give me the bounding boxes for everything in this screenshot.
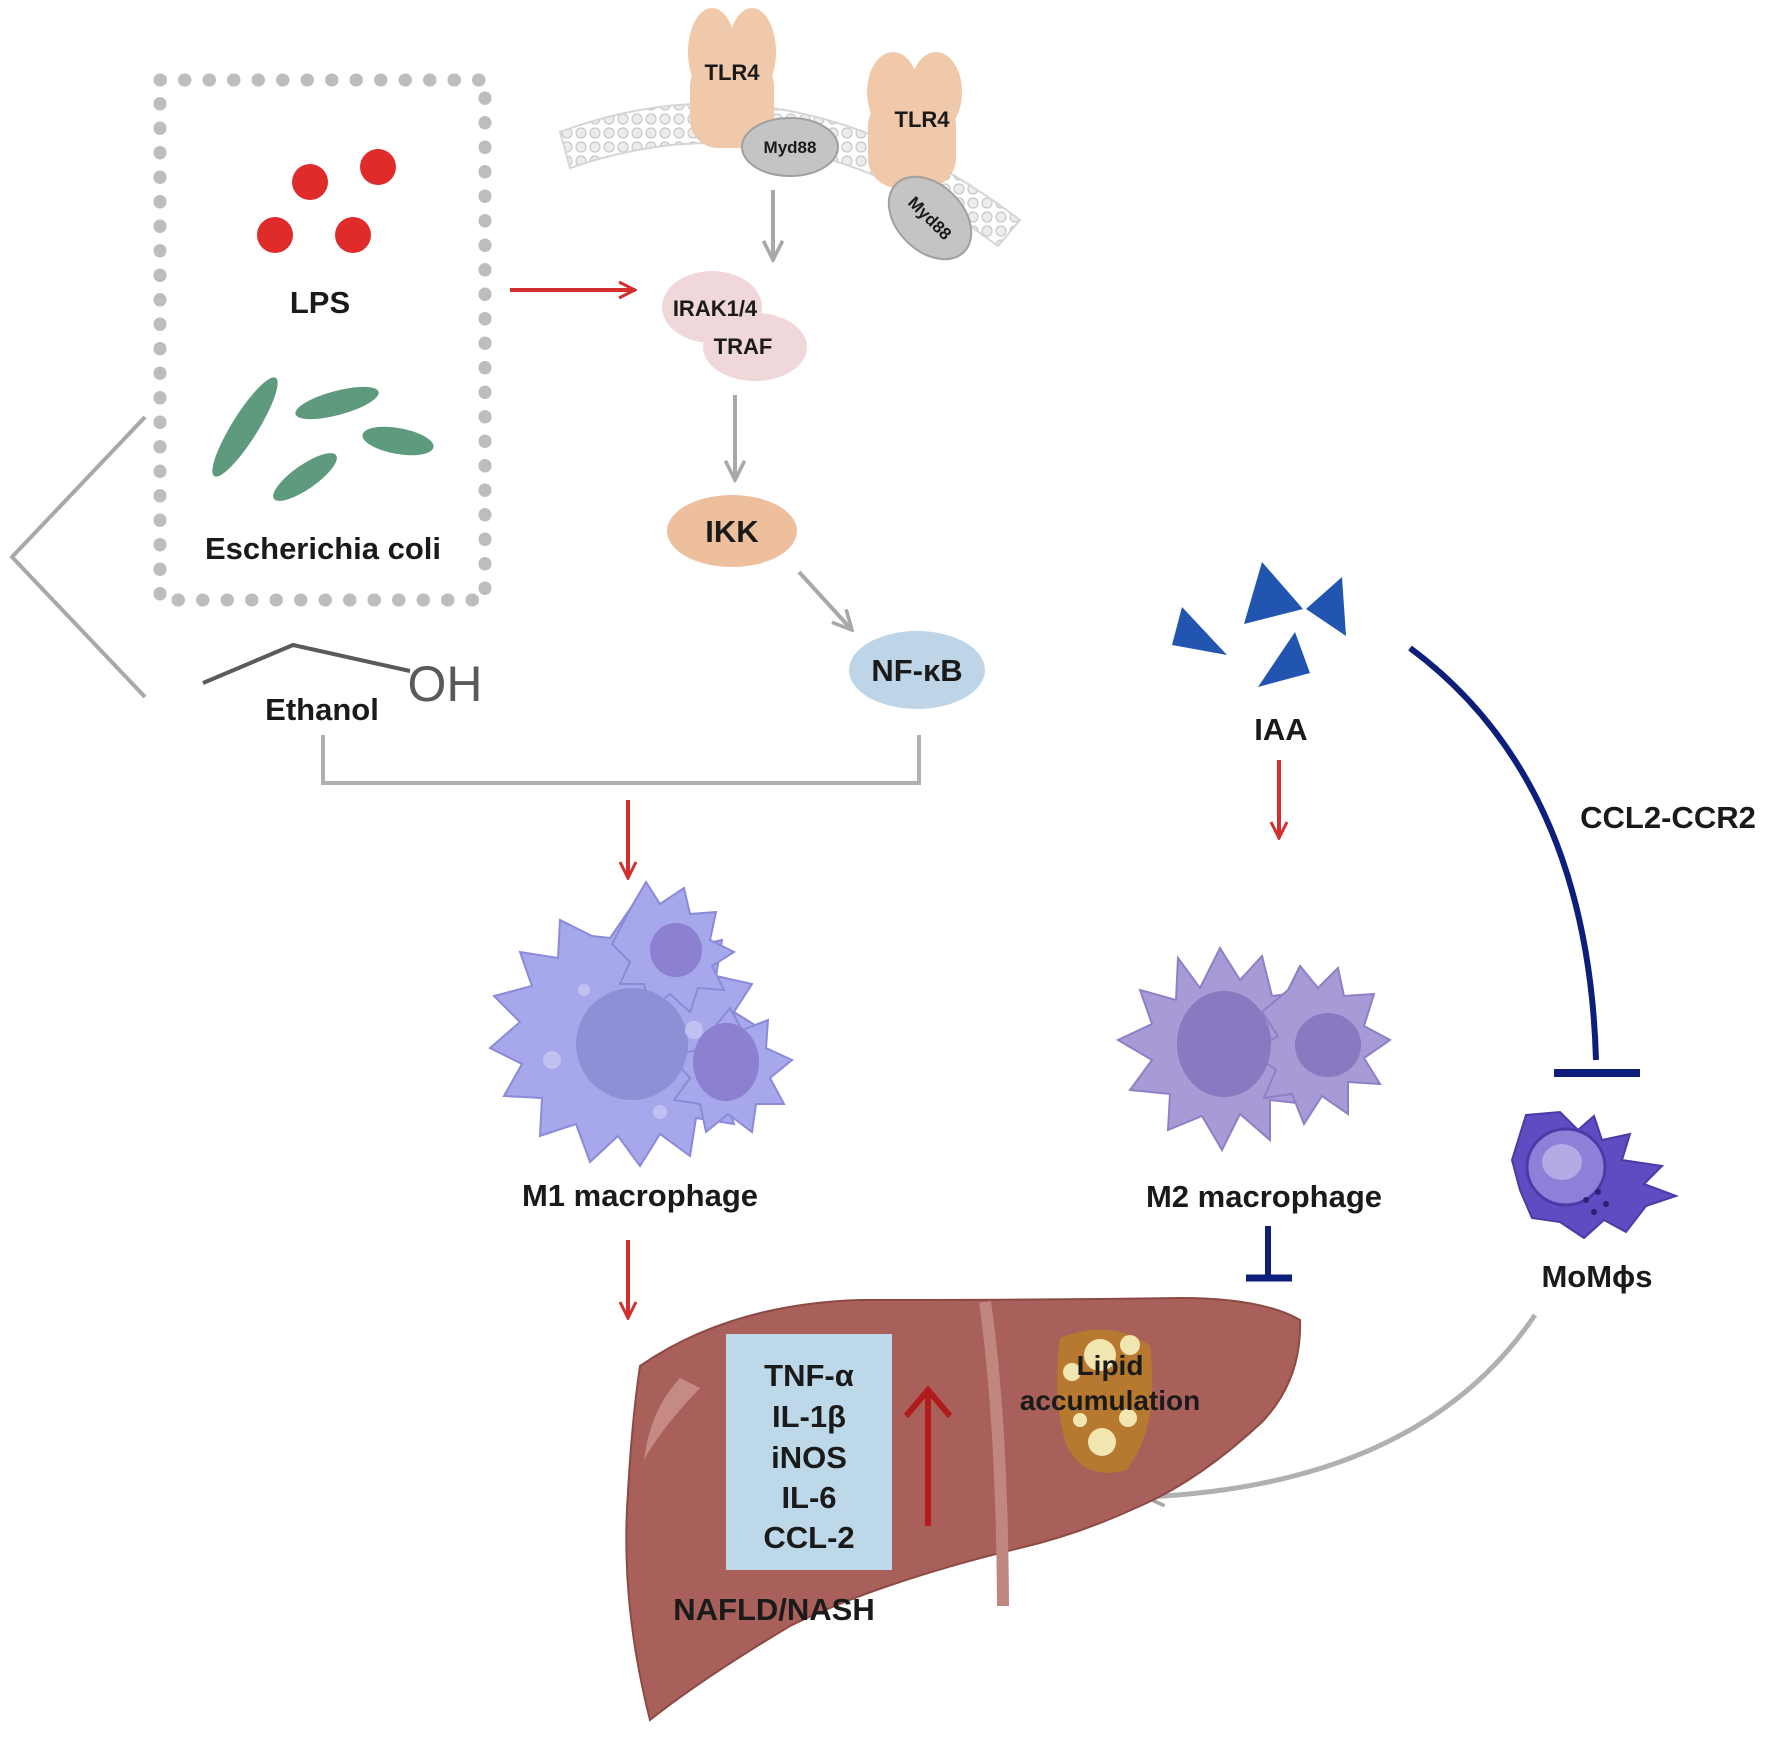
cytokine-box xyxy=(726,1334,892,1570)
ecoli-label: Escherichia coli xyxy=(205,531,441,566)
cytokine-increase-arrowhead xyxy=(903,1385,953,1418)
ethanol-label: Ethanol xyxy=(265,692,379,727)
oh-label: OH xyxy=(408,656,483,712)
ecoli-bacteria-icon xyxy=(212,377,434,501)
liver-lobe-divider xyxy=(979,1301,1009,1607)
momphi-label: MoMϕs xyxy=(1541,1259,1652,1294)
cytokine-item: iNOS xyxy=(771,1440,847,1475)
tlr4-right-receptor xyxy=(867,52,962,188)
sources-group: LPS Escherichia coli Ethanol OH xyxy=(9,73,492,727)
liver-group: Lipid accumulation TNF-α IL-1β iNOS IL-6… xyxy=(625,1296,1302,1722)
momphi-cell-icon xyxy=(1510,1110,1679,1240)
ethanol-zigzag xyxy=(202,642,411,685)
momphi-group: MoMϕs xyxy=(1145,1110,1679,1497)
nfkb-label: NF-κB xyxy=(871,653,962,688)
signaling-group: IRAK1/4 TRAF IKK NF-κB xyxy=(321,190,985,785)
traf-node xyxy=(703,313,807,381)
iaa-triangles-icon xyxy=(1172,562,1346,687)
dotted-source-box xyxy=(153,73,492,607)
ikk-node xyxy=(667,495,797,567)
myd88-right xyxy=(887,175,973,261)
liver-highlight xyxy=(644,1378,700,1460)
tlr4-left-label: TLR4 xyxy=(705,60,761,85)
m1-label: M1 macrophage xyxy=(522,1178,758,1213)
cytokine-item: IL-6 xyxy=(781,1480,836,1515)
lipid-label-line1: Lipid xyxy=(1077,1350,1144,1381)
tlr4-left-receptor xyxy=(688,8,776,148)
iaa-group: IAA CCL2-CCR2 xyxy=(1172,562,1756,1077)
irak-label: IRAK1/4 xyxy=(673,296,758,321)
lps-dots-icon xyxy=(257,149,396,253)
merge-bracket xyxy=(321,735,921,785)
myd88-left-label: Myd88 xyxy=(764,138,817,157)
m2-group: M2 macrophage xyxy=(1115,945,1392,1282)
disease-label: NAFLD/NASH xyxy=(673,1592,875,1627)
nfkb-node xyxy=(849,631,985,709)
lipid-droplet-icon xyxy=(1057,1329,1153,1473)
m2-label: M2 macrophage xyxy=(1146,1179,1382,1214)
ccl2-ccr2-inhibition-line xyxy=(1408,645,1599,1061)
cytokine-item: TNF-α xyxy=(764,1358,854,1393)
membrane-group: TLR4 Myd88 TLR4 Myd88 xyxy=(558,8,1022,261)
m1-macrophage-icon xyxy=(488,880,794,1168)
ccl2-ccr2-label: CCL2-CCR2 xyxy=(1580,800,1756,835)
traf-label: TRAF xyxy=(714,334,773,359)
myd88-left xyxy=(741,117,839,177)
cytokine-item: IL-1β xyxy=(772,1399,846,1434)
tlr4-right-label: TLR4 xyxy=(895,107,951,132)
m2-macrophage-icon xyxy=(1115,945,1392,1153)
cytokine-list: TNF-α IL-1β iNOS IL-6 CCL-2 xyxy=(763,1358,854,1555)
left-grouping-bracket xyxy=(9,415,147,699)
ikk-label: IKK xyxy=(705,514,759,549)
m1-group: M1 macrophage xyxy=(488,800,794,1318)
ikk-to-nfkb-arrow xyxy=(797,570,852,630)
momphi-to-liver-arrow xyxy=(1145,1313,1538,1497)
iaa-label: IAA xyxy=(1254,712,1307,747)
lipid-label-line2: accumulation xyxy=(1020,1385,1200,1416)
cytokine-item: CCL-2 xyxy=(763,1520,854,1555)
lps-label: LPS xyxy=(290,285,350,320)
